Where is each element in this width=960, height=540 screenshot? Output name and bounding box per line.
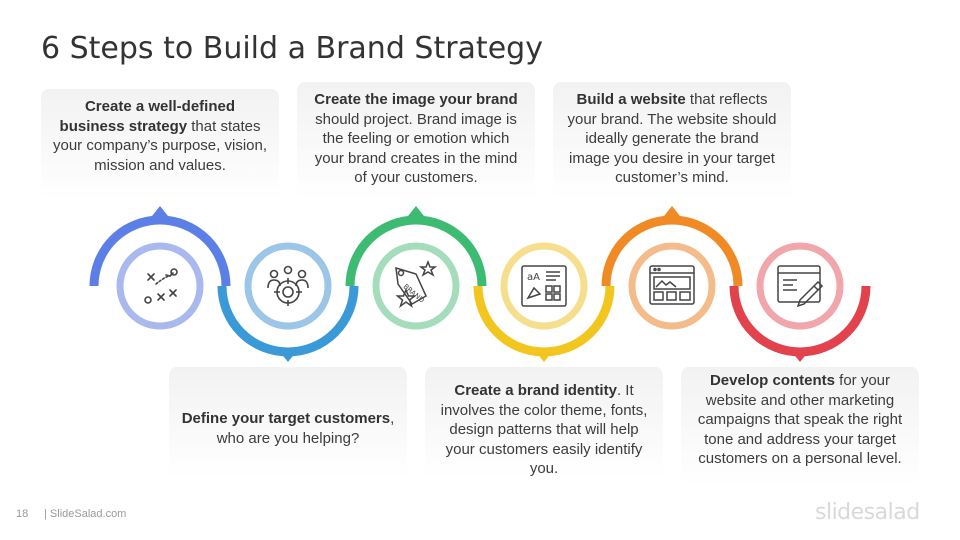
ring-step-1 (116, 242, 204, 330)
step-3-heading: Create the image your brand (314, 91, 518, 108)
step-5-text: that reflects your brand. The website sh… (567, 91, 777, 186)
ring-step-5 (628, 242, 716, 330)
arc-step-1 (89, 215, 231, 287)
arc-step-2 (217, 285, 359, 357)
ring-step-2 (244, 242, 332, 330)
step-card-3: Create the image your brand should proje… (297, 82, 535, 201)
step-4-heading: Create a brand identity (454, 382, 617, 399)
step-4-text: . It involves the color theme, fonts, de… (440, 382, 648, 477)
footer-source: | SlideSalad.com (44, 508, 127, 520)
arc-step-6 (729, 285, 871, 357)
arc-step-5 (601, 215, 743, 287)
step-6-text: for your website and other marketing cam… (697, 372, 903, 467)
pointer-step-4 (536, 352, 552, 362)
step-card-4: Create a brand identity. It involves the… (425, 367, 663, 479)
slide-title: 6 Steps to Build a Brand Strategy (41, 31, 543, 66)
step-1-heading: Create a well-defined business strategy (59, 98, 236, 135)
ring-step-4 (500, 242, 588, 330)
ring-step-6 (756, 242, 844, 330)
step-3-text: should project. Brand image is the feeli… (314, 110, 518, 187)
brand-identity-icon: aA (521, 265, 567, 307)
step-2-text: , who are you helping? (216, 410, 395, 447)
step-6-heading: Develop contents (709, 372, 835, 389)
pointer-step-5 (664, 206, 680, 216)
website-layout-icon (649, 265, 695, 305)
step-card-2: Define your target customers, who are yo… (169, 367, 407, 479)
step-card-6: Develop contents for your website and ot… (681, 367, 919, 486)
pointer-step-6 (792, 352, 808, 362)
arc-step-3 (345, 215, 487, 287)
step-1-text: that states your company’s purpose, visi… (53, 117, 267, 174)
page-number: 18 (16, 508, 29, 520)
pointer-step-1 (152, 206, 168, 216)
target-customers-icon (267, 265, 309, 306)
arc-step-4 (473, 285, 615, 357)
svg-text:aA: aA (527, 272, 540, 283)
content-writing-icon (777, 265, 824, 308)
slidesalad-logo: slidesalad (815, 500, 920, 525)
ring-step-3 (372, 242, 460, 330)
step-card-1: Create a well-defined business strategy … (41, 89, 279, 201)
step-2-heading: Define your target customers (181, 410, 391, 427)
strategy-icon (144, 268, 178, 304)
step-card-5: Build a website that reflects your brand… (553, 82, 791, 201)
pointer-step-2 (280, 352, 296, 362)
pointer-step-3 (408, 206, 424, 216)
step-5-heading: Build a website (576, 91, 686, 108)
